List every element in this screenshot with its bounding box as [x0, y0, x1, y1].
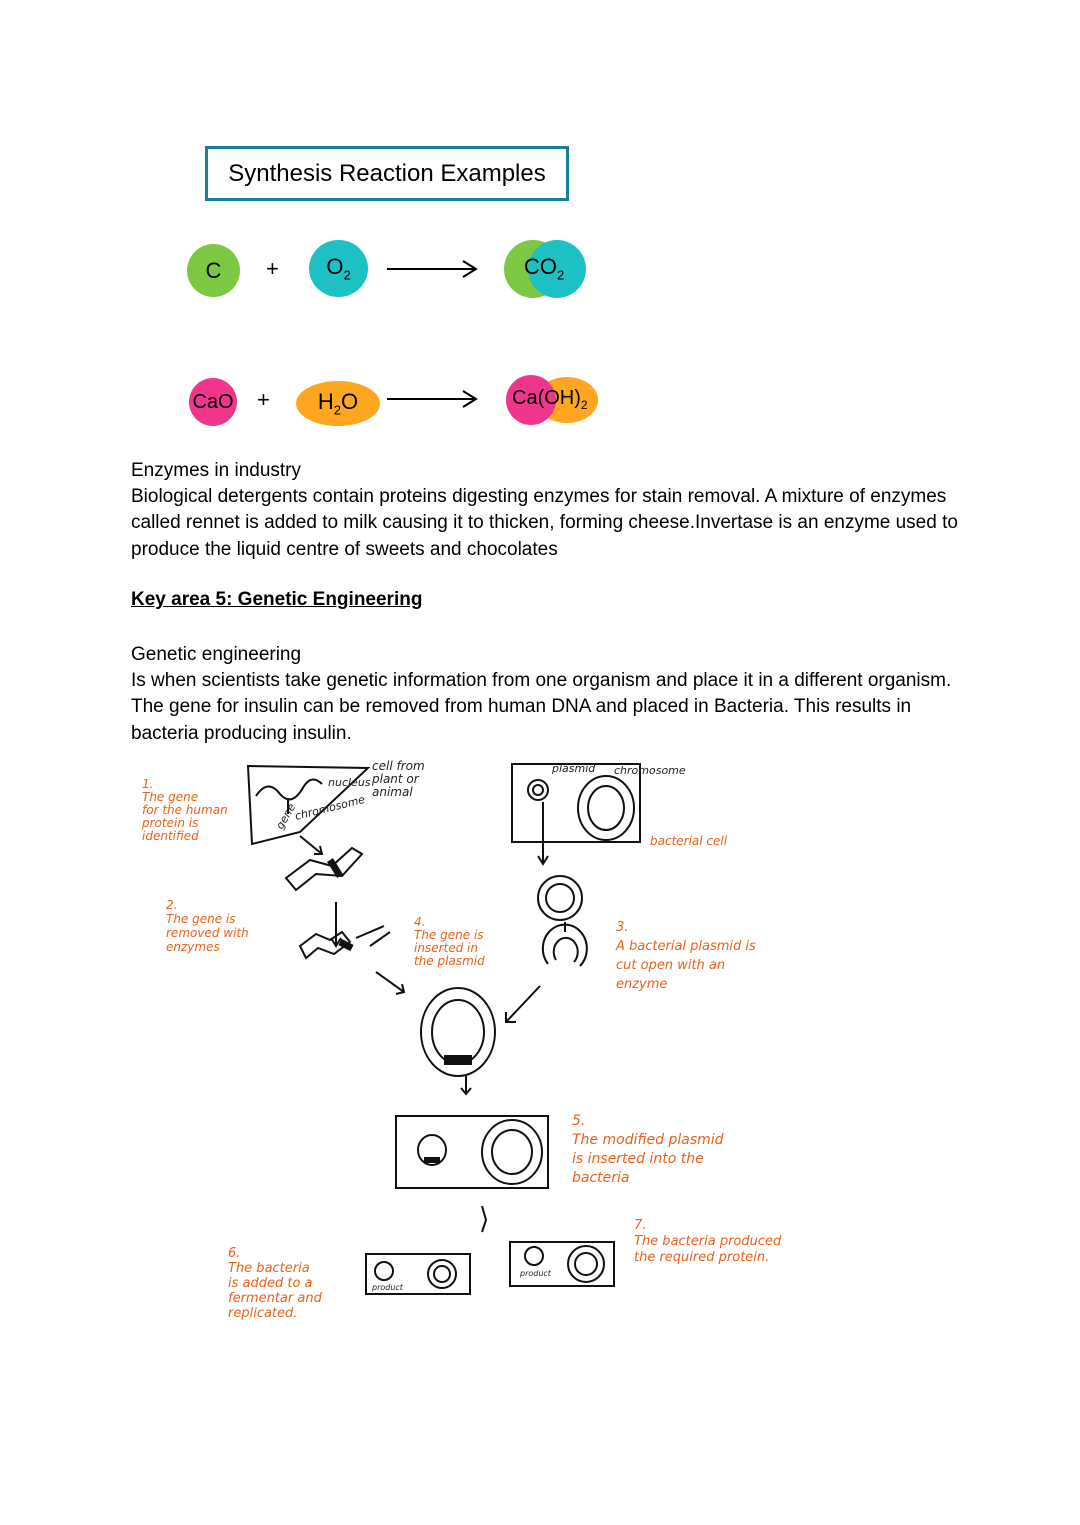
key-area-heading: Key area 5: Genetic Engineering [131, 589, 422, 611]
genetic-heading: Genetic engineering [131, 642, 961, 668]
label-cell-from: cell from plant or animal [372, 760, 425, 799]
reaction-arrow-icon [385, 258, 481, 280]
label-bacterial-cell: bacterial cell [650, 834, 727, 848]
carbon-circle: C [187, 244, 240, 297]
step-3-note: 3. A bacterial plasmid is cut open with … [616, 918, 756, 994]
caoh2-label: Ca(OH)2 [512, 387, 588, 412]
step-4-note: 4. The gene is inserted in the plasmid [414, 916, 485, 968]
step-1-note: 1. The gene for the human protein is ide… [142, 778, 228, 843]
plasmid-small [528, 780, 548, 800]
cao-circle: CaO [189, 378, 237, 426]
plus-sign: + [266, 256, 279, 282]
chromosome-squiggle [256, 779, 322, 799]
label-product-1: product [371, 1283, 404, 1292]
enzymes-body: Biological detergents contain proteins d… [131, 484, 961, 563]
water-label: H2O [318, 389, 358, 417]
step-7-note: 7. The bacteria produced the required pr… [634, 1218, 781, 1266]
water-ellipse: H2O [296, 381, 380, 426]
co2-label: CO2 [524, 254, 564, 282]
genetic-body: Is when scientists take genetic informat… [131, 668, 961, 747]
label-plasmid: plasmid [551, 762, 596, 775]
dna-strip-1 [286, 848, 362, 890]
label-chromosome: chromosome [294, 793, 367, 823]
carbon-label: C [206, 258, 222, 284]
step-6-note: 6. The bacteria is added to a fermentar … [228, 1246, 322, 1321]
label-nucleus: nucleus [328, 776, 371, 789]
plus-sign-2: + [257, 387, 270, 413]
reaction-arrow-icon-2 [385, 388, 481, 410]
fermenter-box-2 [510, 1242, 614, 1286]
genetic-engineering-diagram: nucleus chromosome gene plasmid chromoso… [0, 750, 1080, 1370]
oxygen-label: O2 [326, 254, 350, 282]
label-chromosome-2: chromosome [614, 764, 686, 777]
oxygen-circle: O2 [309, 240, 368, 297]
cao-label: CaO [192, 391, 233, 414]
enzymes-heading: Enzymes in industry [131, 458, 961, 484]
step-2-note: 2. The gene is removed with enzymes [166, 898, 249, 954]
step-5-note: 5. The modified plasmid is inserted into… [572, 1112, 724, 1188]
label-product-2: product [519, 1269, 552, 1278]
section-title: Synthesis Reaction Examples [205, 146, 569, 201]
